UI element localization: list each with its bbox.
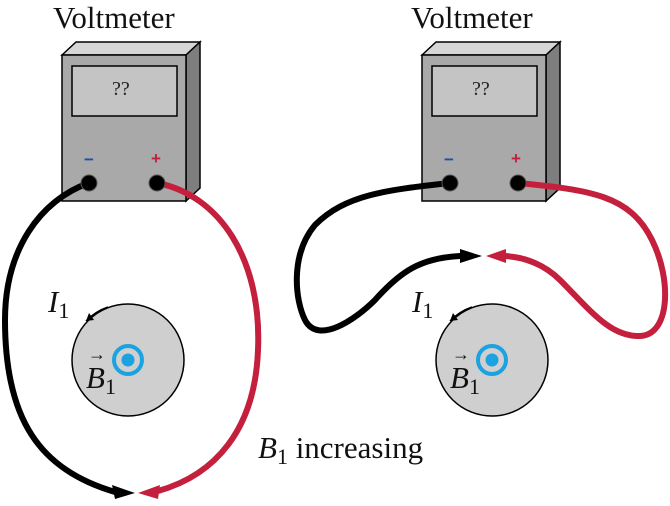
field-ring-right-icon [476,344,508,376]
caption-subscript: 1 [276,444,288,469]
current-label-right-subscript: 1 [422,298,434,323]
current-label-left-subscript: 1 [58,298,70,323]
caption-symbol: B [258,430,277,465]
field-dot-left-icon [121,353,135,367]
voltmeter-left-side-face [185,40,201,203]
voltmeter-right-title: Voltmeter [411,0,533,35]
field-label-right: →B1 [450,344,480,400]
caption-text: increasing [287,430,424,465]
current-arrowhead-right-icon [450,313,458,321]
voltmeter-left-positive-label: + [151,149,161,168]
current-arrowhead-left-icon [86,313,94,321]
voltmeter-right-positive-label: + [511,149,521,168]
voltmeter-left-top-face [60,41,202,56]
wire-left-negative-arrowhead-icon [112,485,135,499]
current-label-left-symbol: I [48,284,59,319]
field-label-left: →B1 [86,344,116,400]
current-label-right-symbol: I [412,284,423,319]
caption-b1-increasing: B1 increasing [258,430,423,470]
voltmeter-right-reading: ?? [472,78,490,100]
voltmeter-right [420,40,562,203]
solenoid-right [435,303,549,417]
voltmeter-left-screen [71,65,178,117]
field-label-left-vector-arrow: → [88,344,106,364]
voltmeter-right-negative-label: − [444,150,454,169]
wire-right-positive-arrowhead-icon [486,249,506,263]
field-label-left-symbol: B [86,360,105,395]
voltmeter-left-negative-label: − [84,150,94,169]
terminal-left-positive [148,174,166,192]
field-label-right-subscript: 1 [468,374,480,399]
wire-right-positive [502,180,669,340]
field-label-right-symbol: B [450,360,469,395]
voltmeter-left [60,40,202,203]
voltmeter-right-side-face [545,40,561,203]
voltmeter-right-screen [431,65,538,117]
current-label-right: I1 [412,284,433,324]
wire-left-positive [154,180,262,494]
wire-right-negative-arrowhead-icon [460,249,482,263]
voltmeter-left-title: Voltmeter [53,0,175,35]
field-dot-right-icon [485,353,499,367]
terminal-right-positive [509,174,527,192]
field-ring-left-icon [112,344,144,376]
field-label-left-subscript: 1 [104,374,116,399]
wires-right [293,180,669,340]
wires-left [1,180,262,499]
current-label-left: I1 [48,284,69,324]
terminal-left-negative [80,174,98,192]
voltmeter-right-top-face [420,41,562,56]
solenoid-left [71,303,185,417]
terminal-right-negative [441,174,459,192]
terminals [80,174,527,192]
wire-right-negative [293,180,463,334]
field-label-right-vector-arrow: → [452,344,470,364]
wire-left-negative [1,180,118,495]
voltmeter-left-reading: ?? [112,78,130,100]
wire-left-positive-arrowhead-icon [138,485,160,499]
